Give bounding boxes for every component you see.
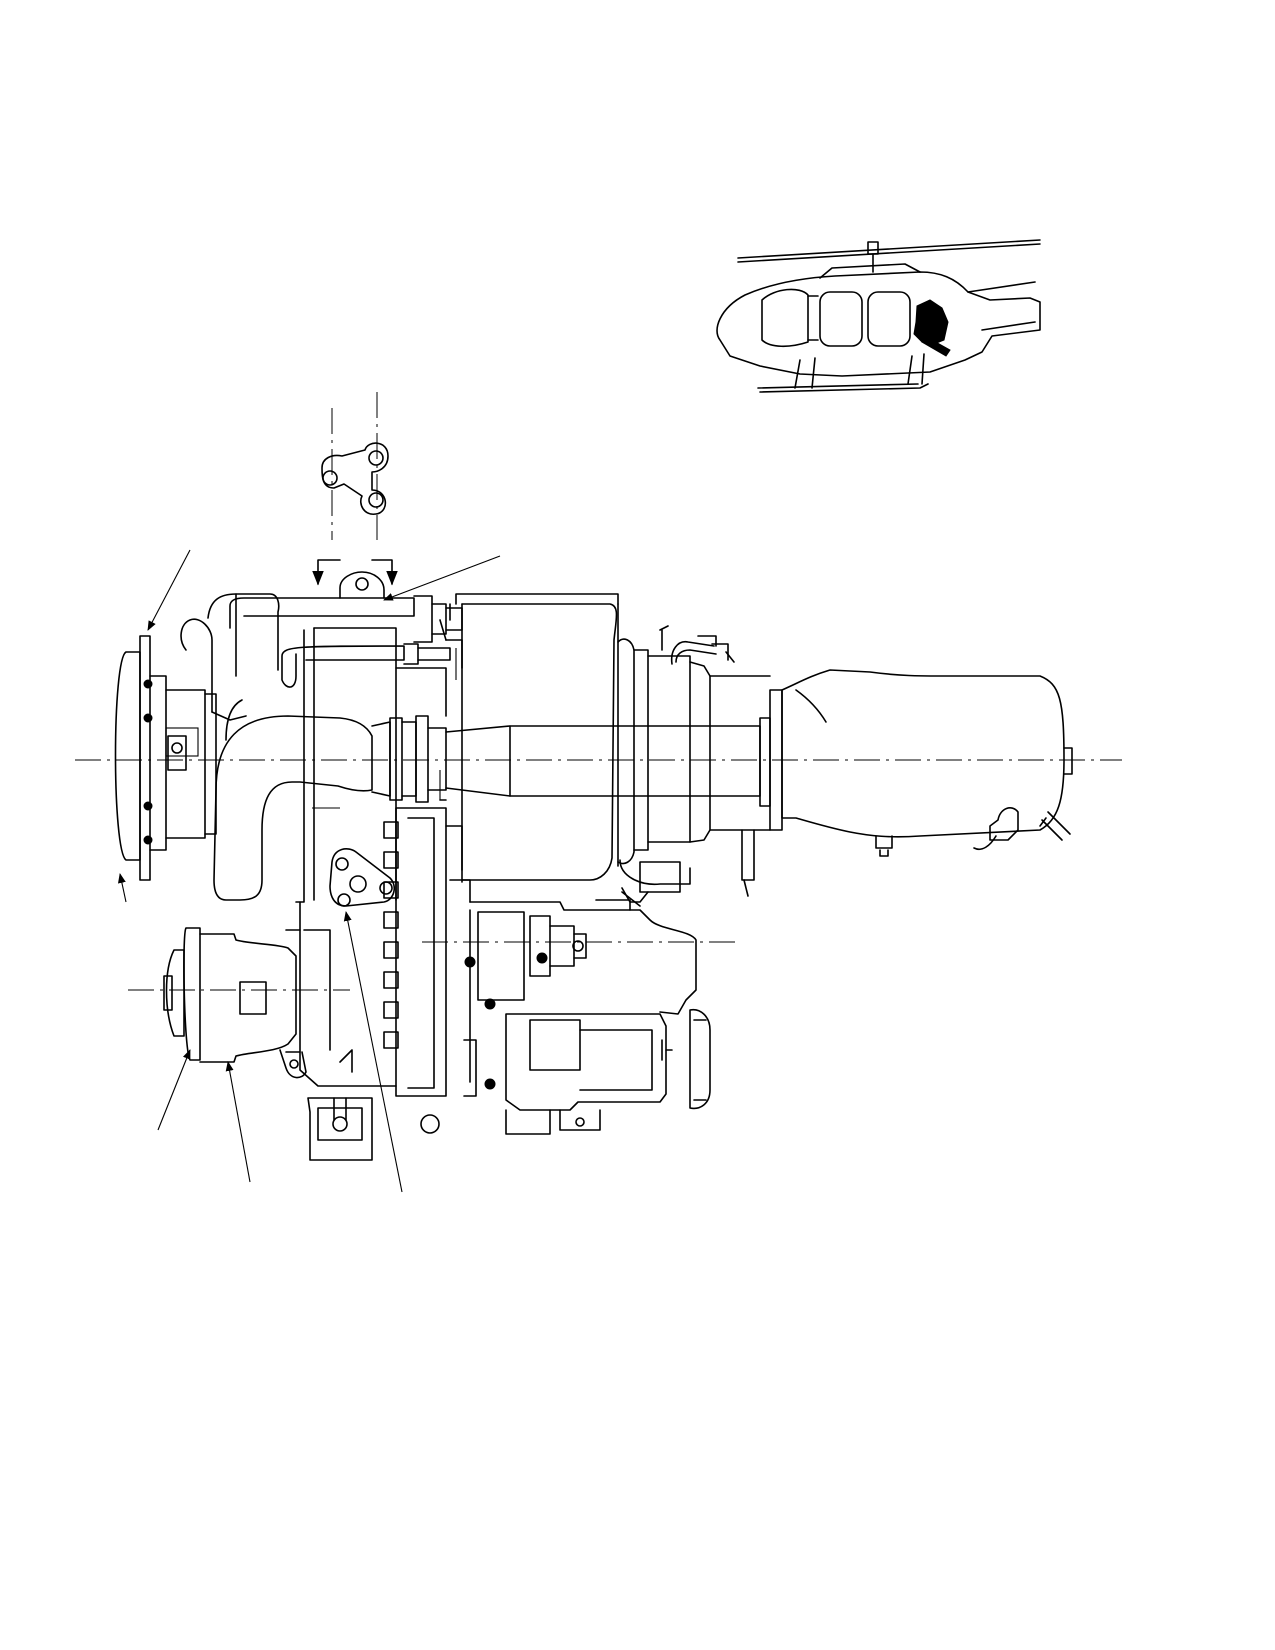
leader-2 xyxy=(383,555,501,601)
accessory-gearbox xyxy=(463,891,711,1135)
leader-3 xyxy=(117,873,127,903)
combustion-section xyxy=(439,593,619,903)
shaft-tube xyxy=(371,689,783,831)
leader-4 xyxy=(157,1049,191,1131)
starter-generator xyxy=(163,927,307,1079)
exhaust-collector xyxy=(781,669,1073,857)
leader-1 xyxy=(147,549,191,631)
helicopter-icon xyxy=(716,239,1041,393)
front-flange xyxy=(114,635,217,881)
inlet-elbow-duct xyxy=(213,699,373,901)
leader-6 xyxy=(343,911,403,1193)
engine-assembly xyxy=(75,571,1122,1161)
helicopter-locator-view xyxy=(716,239,1041,393)
turbine-section xyxy=(617,625,771,903)
leader-5 xyxy=(225,1061,251,1183)
lifting-bracket-detail xyxy=(312,392,398,586)
compressor-housing xyxy=(180,571,463,721)
callout-leaders xyxy=(117,549,501,1193)
gearbox-housing xyxy=(295,627,447,1161)
triangular-mount-pad xyxy=(329,848,396,907)
